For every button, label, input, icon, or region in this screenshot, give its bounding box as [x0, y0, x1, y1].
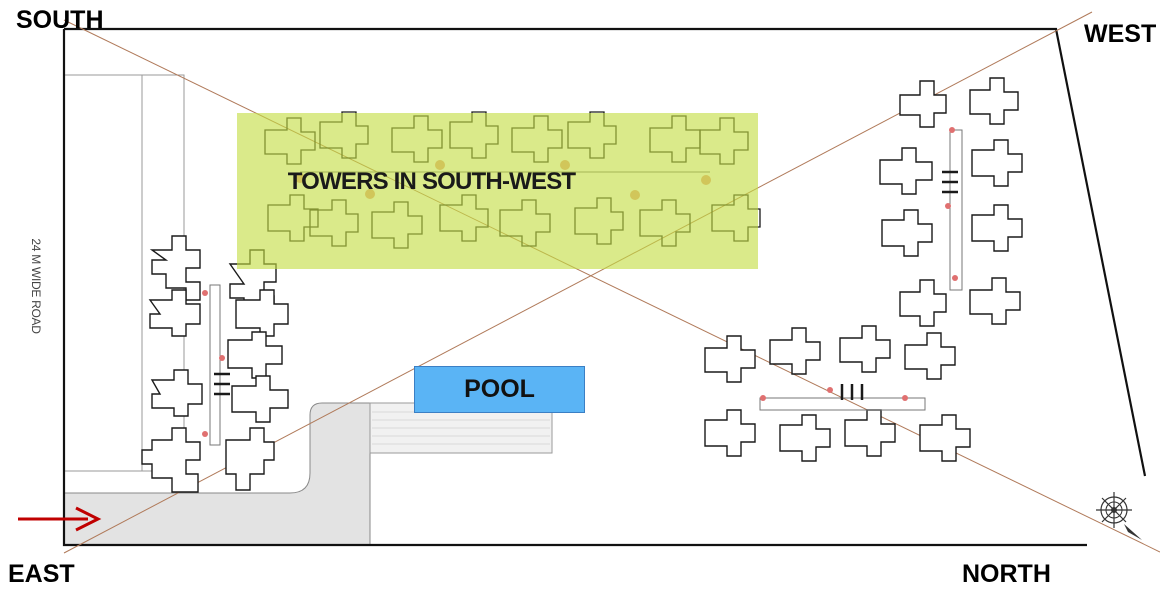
tower-block-north: [704, 325, 971, 462]
site-boundary: [62, 27, 1147, 547]
pool-deck-hatch: [372, 411, 550, 445]
direction-east-label: EAST: [8, 560, 75, 588]
compass-icon: [1096, 492, 1142, 540]
pool-label: POOL: [464, 375, 535, 403]
direction-north-label: NORTH: [962, 560, 1051, 588]
entry-arrow-icon: [18, 506, 102, 532]
direction-west-label: WEST: [1084, 20, 1157, 48]
direction-south-label: SOUTH: [16, 6, 104, 34]
tower-block-west: [879, 77, 1023, 327]
pool-zone: POOL: [414, 366, 585, 413]
towers-highlight-zone: [237, 113, 758, 269]
paved-drive: [63, 402, 371, 546]
towers-zone-label: TOWERS IN SOUTH-WEST: [287, 168, 576, 195]
road-label: 24 M WIDE ROAD: [29, 238, 43, 334]
tower-block-east: [141, 235, 289, 493]
